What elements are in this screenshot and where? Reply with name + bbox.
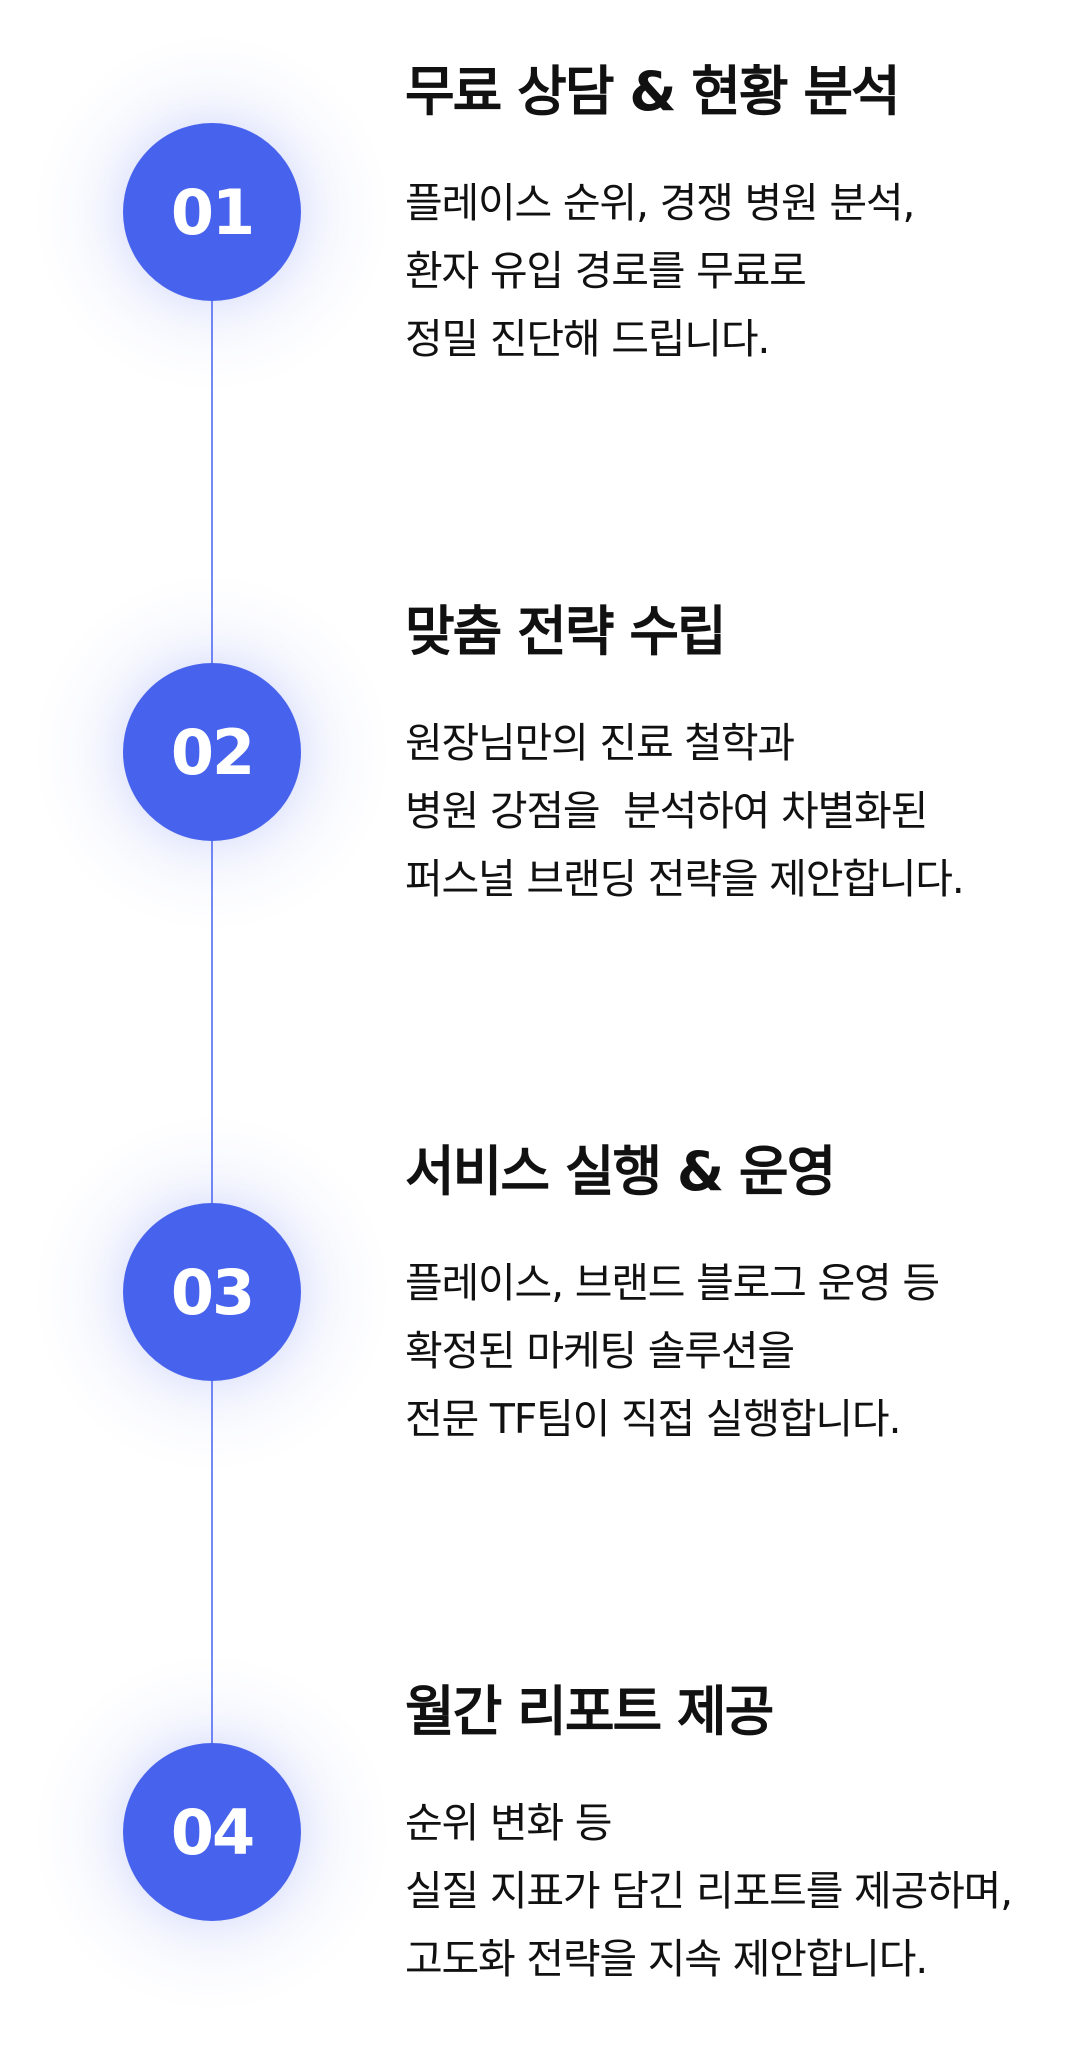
step-title: 월간 리포트 제공: [405, 1680, 774, 1743]
description-line: 퍼스널 브랜딩 전략을 제안합니다.: [405, 855, 965, 904]
description-line: 실질 지표가 담긴 리포트를 제공하며,: [405, 1867, 1013, 1916]
step-description: 플레이스 순위, 경쟁 병원 분석, 환자 유입 경로를 무료로 정밀 진단해 …: [405, 169, 1075, 373]
step-03: 03 서비스 실행 & 운영 플레이스, 브랜드 블로그 운영 등 확정된 마케…: [0, 1080, 1087, 1500]
step-01: 01 무료 상담 & 현황 분석 플레이스 순위, 경쟁 병원 분석, 환자 유…: [0, 0, 1087, 420]
description-line: 정밀 진단해 드립니다.: [405, 315, 770, 364]
timeline-connector-line: [211, 212, 213, 1842]
step-text: 서비스 실행 & 운영 플레이스, 브랜드 블로그 운영 등 확정된 마케팅 솔…: [405, 1142, 1075, 1453]
step-text: 무료 상담 & 현황 분석 플레이스 순위, 경쟁 병원 분석, 환자 유입 경…: [405, 62, 1075, 373]
step-description: 플레이스, 브랜드 블로그 운영 등 확정된 마케팅 솔루션을 전문 TF팀이 …: [405, 1249, 1075, 1453]
step-description: 순위 변화 등 실질 지표가 담긴 리포트를 제공하며, 고도화 전략을 지속 …: [405, 1789, 1075, 1993]
step-number: 01: [170, 175, 255, 249]
step-02: 02 맞춤 전략 수립 원장님만의 진료 철학과 병원 강점을 분석하여 차별화…: [0, 540, 1087, 960]
step-04: 04 월간 리포트 제공 순위 변화 등 실질 지표가 담긴 리포트를 제공하며…: [0, 1620, 1087, 2040]
description-line: 환자 유입 경로를 무료로: [405, 247, 807, 296]
step-text: 맞춤 전략 수립 원장님만의 진료 철학과 병원 강점을 분석하여 차별화된 퍼…: [405, 602, 1075, 913]
step-title: 서비스 실행 & 운영: [405, 1140, 836, 1203]
description-line: 병원 강점을 분석하여 차별화된: [405, 787, 928, 836]
step-text: 월간 리포트 제공 순위 변화 등 실질 지표가 담긴 리포트를 제공하며, 고…: [405, 1682, 1075, 1993]
step-description: 원장님만의 진료 철학과 병원 강점을 분석하여 차별화된 퍼스널 브랜딩 전략…: [405, 709, 1075, 913]
description-line: 순위 변화 등: [405, 1799, 612, 1848]
step-number-badge: 02: [123, 663, 301, 841]
description-line: 고도화 전략을 지속 제안합니다.: [405, 1935, 928, 1984]
step-number-badge: 01: [123, 123, 301, 301]
step-number-badge: 03: [123, 1203, 301, 1381]
step-title: 무료 상담 & 현황 분석: [405, 60, 901, 123]
description-line: 플레이스 순위, 경쟁 병원 분석,: [405, 179, 915, 228]
step-number: 02: [170, 715, 255, 789]
description-line: 확정된 마케팅 솔루션을: [405, 1327, 795, 1376]
step-number: 04: [170, 1795, 255, 1869]
description-line: 원장님만의 진료 철학과: [405, 719, 795, 768]
step-title: 맞춤 전략 수립: [405, 600, 727, 663]
description-line: 전문 TF팀이 직접 실행합니다.: [405, 1395, 901, 1444]
description-line: 플레이스, 브랜드 블로그 운영 등: [405, 1259, 940, 1308]
step-number: 03: [170, 1255, 255, 1329]
step-number-badge: 04: [123, 1743, 301, 1921]
